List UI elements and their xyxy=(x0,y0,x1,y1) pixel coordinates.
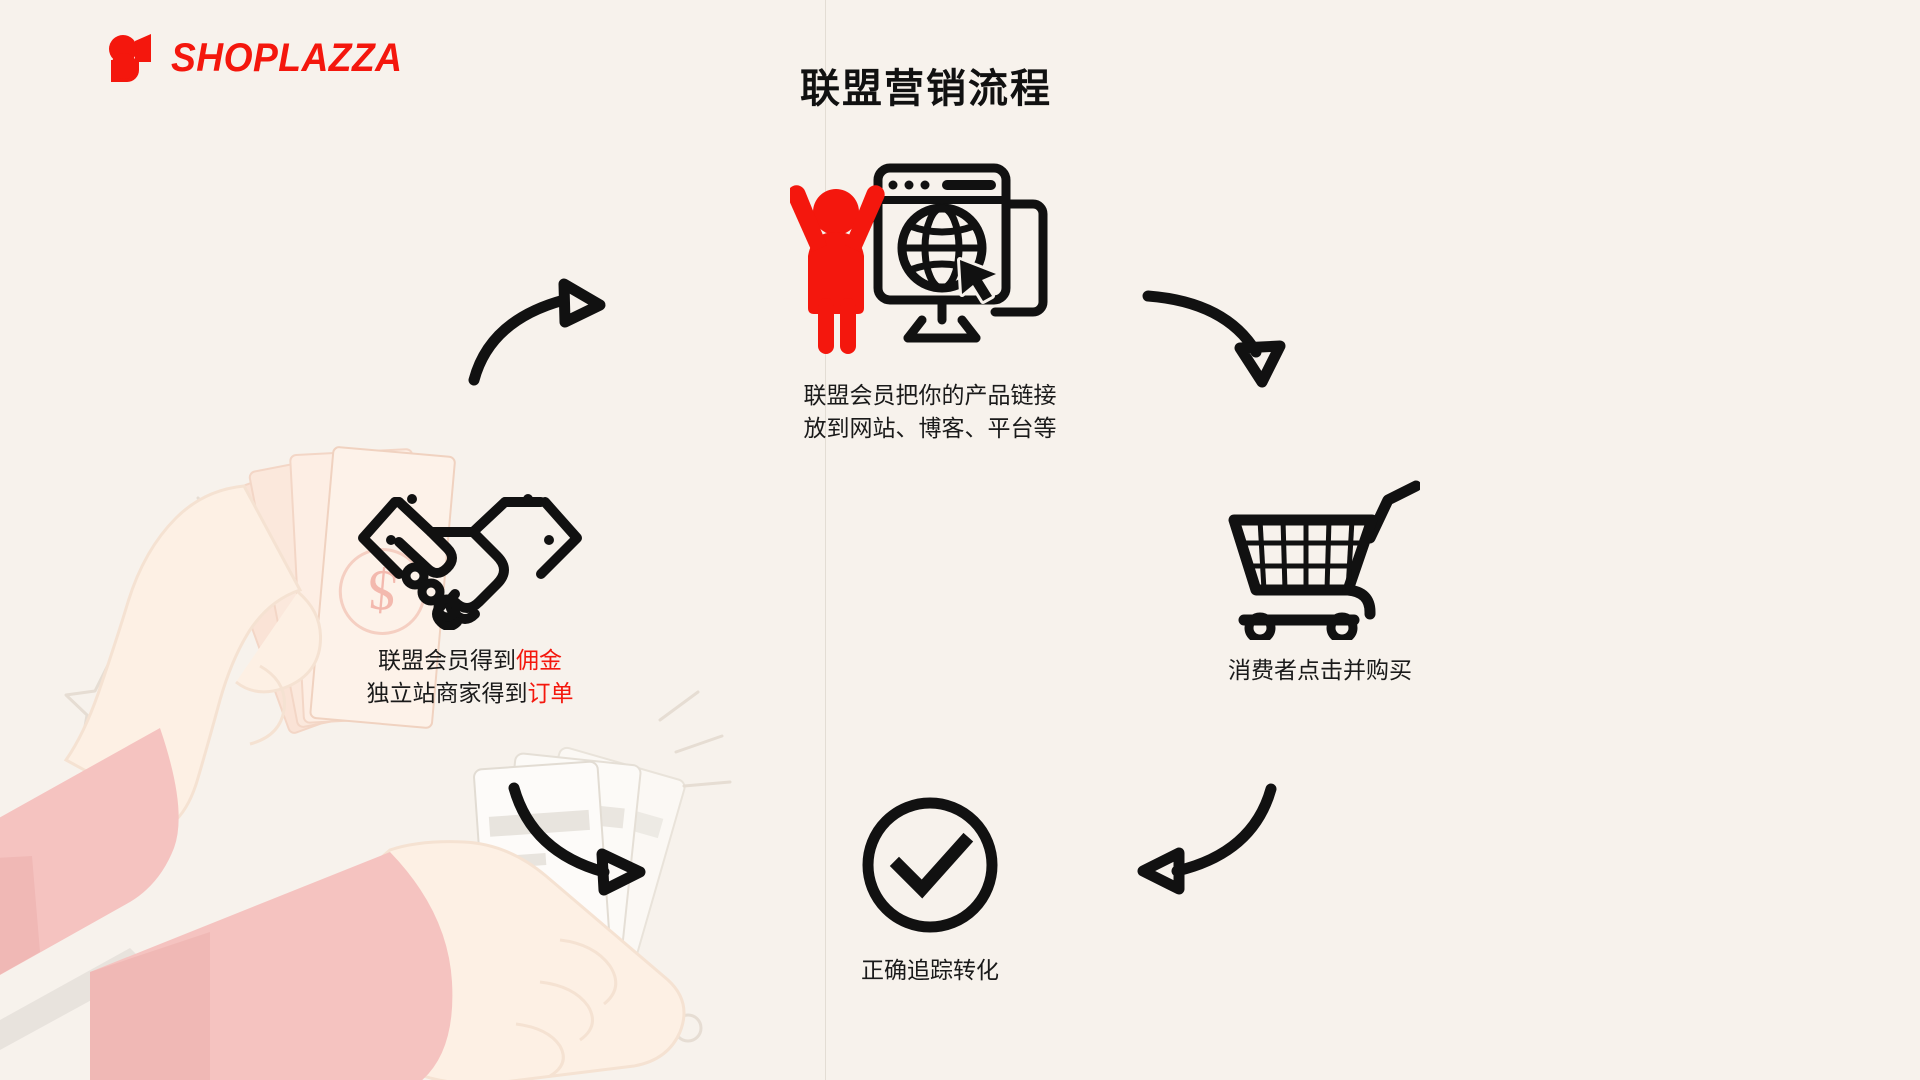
circle-outline-bottom xyxy=(673,1013,703,1043)
node-affiliate-caption: 联盟会员把你的产品链接 放到网站、博客、平台等 xyxy=(804,379,1057,444)
node-affiliate-posts-links: 联盟会员把你的产品链接 放到网站、博客、平台等 xyxy=(760,160,1100,444)
caption-line: 正确追踪转化 xyxy=(861,957,999,983)
handshake-icon xyxy=(358,494,582,630)
caption-highlight-commission: 佣金 xyxy=(516,647,562,673)
sparkle-lines-right xyxy=(658,690,732,788)
node-commission-order: 联盟会员得到佣金 独立站商家得到订单 xyxy=(300,490,640,709)
node-tracking-caption: 正确追踪转化 xyxy=(861,954,999,987)
arrow-reward-to-affiliate-icon xyxy=(468,278,606,386)
caption-line: 消费者点击并购买 xyxy=(1228,657,1412,683)
caption-highlight-order: 订单 xyxy=(527,679,574,706)
hand-holding-money xyxy=(0,484,323,1050)
shoplazza-mark-icon xyxy=(109,34,151,82)
caption-text: 联盟会员得到 xyxy=(378,647,516,673)
caption-line: 放到网站、博客、平台等 xyxy=(803,414,1057,441)
sparkle-lines xyxy=(162,496,238,594)
node-reward-caption: 联盟会员得到佣金 独立站商家得到订单 xyxy=(367,644,574,709)
caption-line: 联盟会员得到佣金 xyxy=(367,644,574,677)
check-circle-icon xyxy=(862,797,998,933)
person-monitor-globe-icon xyxy=(790,163,1048,354)
caption-line: 联盟会员把你的产品链接 xyxy=(803,382,1057,408)
caption-line: 独立站商家得到订单 xyxy=(367,677,574,710)
node-consumer-purchase: 消费者点击并购买 xyxy=(1150,480,1490,687)
node-purchase-caption: 消费者点击并购买 xyxy=(1228,654,1412,687)
node-conversion-tracking: 正确追踪转化 xyxy=(790,790,1070,987)
brand-logo[interactable]: SHOPLAZZA xyxy=(105,32,420,84)
hand-holding-cards xyxy=(90,746,686,1080)
caption-text: 独立站商家得到 xyxy=(366,679,528,706)
arrow-purchase-to-tracking-icon xyxy=(1137,783,1277,895)
vertical-divider xyxy=(825,0,826,1080)
arrow-affiliate-to-purchase-icon xyxy=(1142,290,1286,388)
page-title: 联盟营销流程 xyxy=(800,67,1052,111)
star-outline xyxy=(64,663,152,746)
logo-wordmark: SHOPLAZZA xyxy=(171,35,403,80)
shopping-cart-icon xyxy=(1228,480,1420,640)
arrow-tracking-to-reward-icon xyxy=(508,782,646,896)
